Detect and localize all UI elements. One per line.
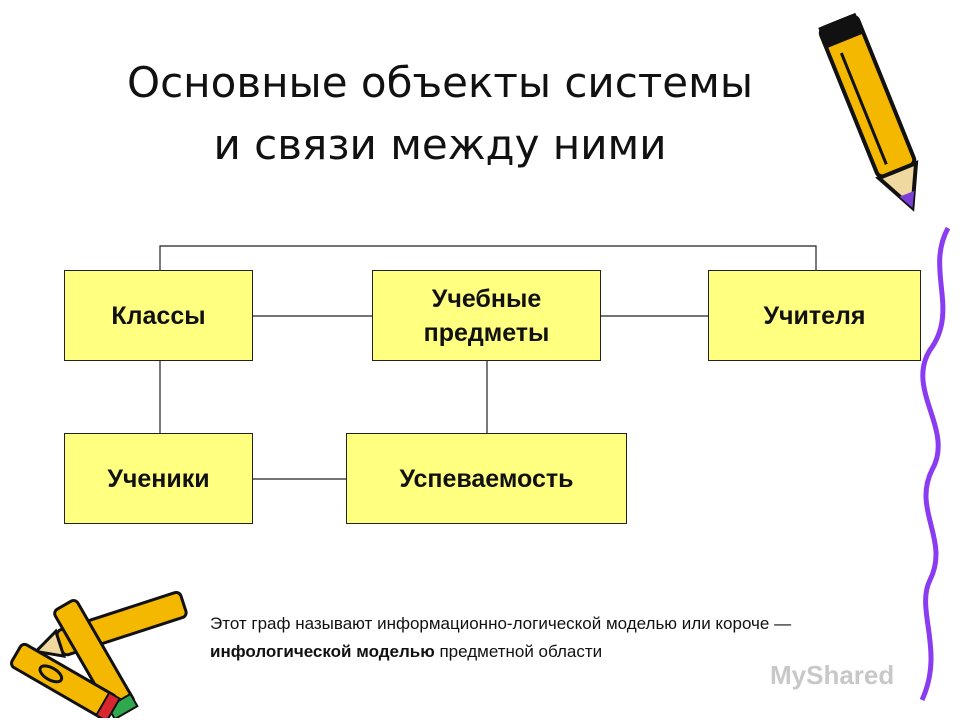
watermark-text: MyShared bbox=[770, 660, 895, 690]
node-subjects: Учебные предметы bbox=[372, 270, 601, 361]
caption-text: Этот граф называют информационно-логичес… bbox=[210, 610, 910, 666]
purple-wave-line-icon bbox=[919, 226, 951, 702]
title-line-1: Основные объекты системы bbox=[127, 58, 753, 107]
node-subjects-label-2: предметы bbox=[423, 318, 550, 347]
slide-title: Основные объекты системы и связи между н… bbox=[60, 52, 820, 176]
node-subjects-label-1: Учебные bbox=[431, 284, 542, 313]
edge-classes-teachers bbox=[159, 245, 817, 270]
node-teachers: Учителя bbox=[708, 270, 921, 361]
title-line-2: и связи между ними bbox=[213, 120, 667, 169]
pencils-bottom-left-icon bbox=[10, 590, 188, 718]
caption-part-2: предметной области bbox=[434, 642, 603, 661]
node-teachers-label: Учителя bbox=[763, 301, 866, 330]
pencil-top-right-icon bbox=[818, 12, 919, 212]
node-students: Ученики bbox=[64, 433, 253, 524]
caption-bold: инфологической моделью bbox=[210, 642, 435, 661]
caption-part-1: Этот граф называют информационно-логичес… bbox=[210, 614, 792, 633]
node-classes-label: Классы bbox=[111, 301, 206, 330]
node-classes: Классы bbox=[64, 270, 253, 361]
node-students-label: Ученики bbox=[107, 464, 210, 493]
node-performance-label: Успеваемость bbox=[399, 464, 574, 493]
watermark: MyShared bbox=[770, 660, 894, 691]
node-performance: Успеваемость bbox=[346, 433, 627, 524]
